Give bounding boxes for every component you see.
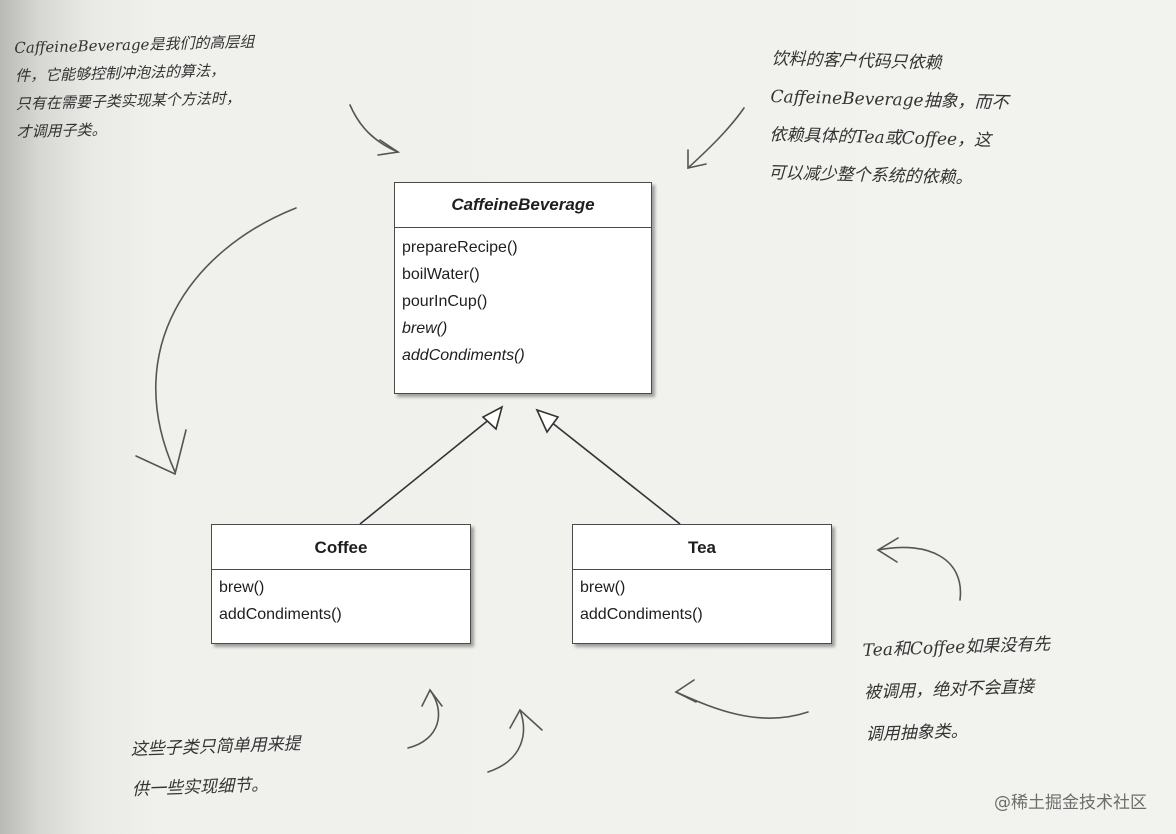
method-list: brew() addCondiments() <box>573 570 831 628</box>
inheritance-arrowhead <box>481 405 504 431</box>
hand-arrow <box>674 679 697 703</box>
hand-arrow <box>487 709 525 773</box>
hand-arrow <box>349 104 399 153</box>
hand-arrow <box>509 708 543 731</box>
abstract-method: brew() <box>402 320 448 337</box>
hand-arrow <box>687 149 707 169</box>
hand-arrow <box>687 107 745 169</box>
abstract-method: addCondiments() <box>402 347 525 364</box>
class-coffee: Coffee brew() addCondiments() <box>211 524 471 644</box>
method-list: brew() addCondiments() <box>212 570 470 628</box>
hand-arrow <box>421 688 443 707</box>
hand-arrow <box>407 689 440 749</box>
class-caffeine-beverage: CaffeineBeverage prepareRecipe() boilWat… <box>394 182 652 394</box>
hand-arrow <box>675 691 809 719</box>
watermark: @稀土掘金技术社区 <box>994 793 1147 813</box>
hand-arrow <box>877 546 962 601</box>
method: prepareRecipe() <box>402 239 518 256</box>
class-name: Coffee <box>212 525 470 570</box>
inheritance-line-tea <box>545 417 681 525</box>
hand-arrow <box>135 429 187 476</box>
class-tea: Tea brew() addCondiments() <box>572 524 832 644</box>
hand-arrow <box>154 207 297 473</box>
method: addCondiments() <box>580 606 703 623</box>
method: addCondiments() <box>219 606 342 623</box>
inheritance-line-coffee <box>359 413 497 525</box>
hand-arrow <box>377 139 401 156</box>
class-name: Tea <box>573 525 831 570</box>
method: brew() <box>219 579 265 596</box>
method: pourInCup() <box>402 293 488 310</box>
method-list: prepareRecipe() boilWater() pourInCup() … <box>395 228 651 369</box>
method: brew() <box>580 579 626 596</box>
inheritance-arrowhead <box>535 408 560 434</box>
hand-arrow <box>876 537 899 563</box>
method: boilWater() <box>402 266 480 283</box>
class-name: CaffeineBeverage <box>395 183 651 228</box>
